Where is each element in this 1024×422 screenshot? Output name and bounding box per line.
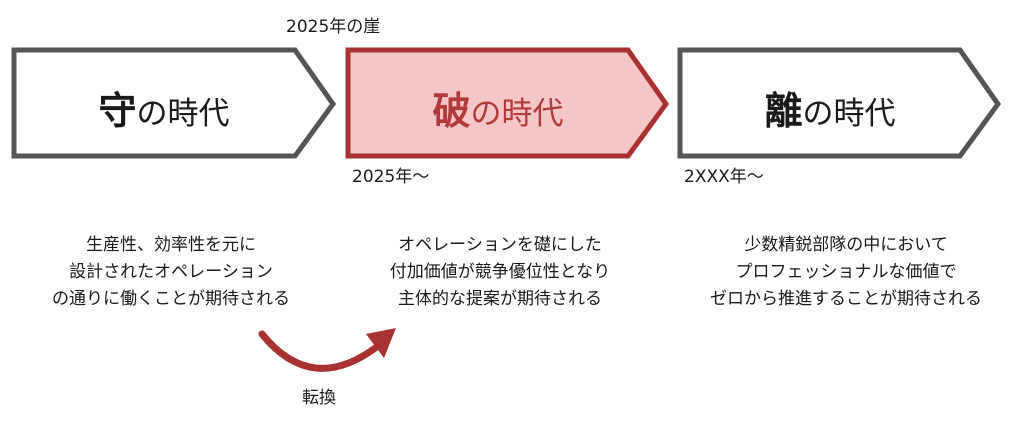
transition-arrowhead [366, 328, 396, 358]
era-shu-suffix: の時代 [136, 96, 230, 132]
era-ri-suffix: の時代 [802, 96, 896, 132]
era-shu-description: 生産性、効率性を元に 設計されたオペレーション の通りに働くことが期待される [6, 232, 336, 313]
era-ri-description: 少数精鋭部隊の中において プロフェッショナルな価値で ゼロから推進することが期待… [670, 232, 1022, 313]
description-line: オペレーションを礎にした [398, 235, 602, 255]
transition-label: 転換 [302, 388, 336, 408]
era-ha-suffix: の時代 [470, 96, 564, 132]
description-line: ゼロから推進することが期待される [710, 289, 982, 309]
era-ri-title: 離 の時代 [680, 80, 980, 135]
description-line: 生産性、効率性を元に [86, 235, 256, 255]
era-ha-title: 破 の時代 [348, 80, 648, 135]
description-line: の通りに働くことが期待される [52, 289, 290, 309]
era-ri-arrow-shape [677, 47, 1002, 159]
era-ha-arrow-shape [345, 47, 670, 159]
era-ha-description: オペレーションを礎にした 付加価値が競争優位性となり 主体的な提案が期待される [340, 232, 660, 313]
description-line: 付加価値が競争優位性となり [389, 262, 611, 282]
era-shu-title: 守 の時代 [14, 80, 314, 135]
description-line: 主体的な提案が期待される [398, 289, 602, 309]
transition-curved-arrow [258, 330, 382, 372]
description-line: プロフェッショナルな価値で [735, 262, 957, 282]
era-shu-arrow-shape [11, 47, 337, 159]
era-ha-start-label: 2025年〜 [352, 167, 430, 187]
era-ri-start-label: 2XXX年〜 [684, 167, 764, 187]
era-ri-kanji: 離 [764, 89, 803, 133]
era-ha-kanji: 破 [432, 89, 471, 133]
cliff-2025-label: 2025年の崖 [286, 17, 381, 37]
description-line: 少数精鋭部隊の中において [744, 235, 948, 255]
description-line: 設計されたオペレーション [69, 262, 273, 282]
era-shu-kanji: 守 [98, 89, 137, 133]
